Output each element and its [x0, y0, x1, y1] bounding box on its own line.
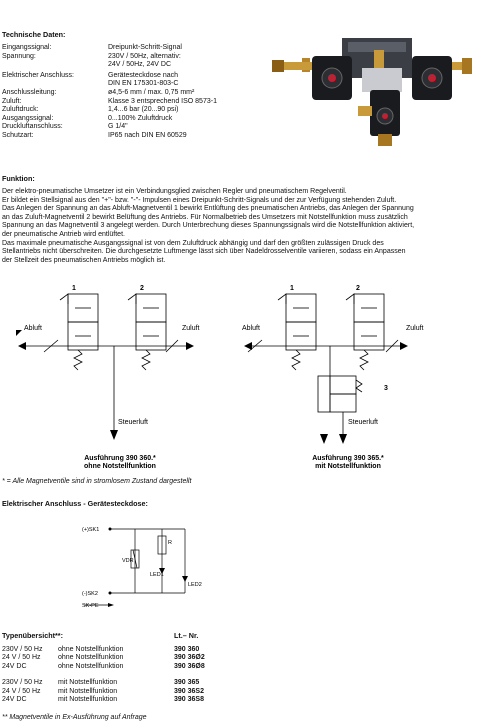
section-title-technical-data: Technische Daten: — [2, 30, 66, 39]
spec-table: Eingangssignal:Dreipunkt-Schritt-Signal … — [2, 44, 217, 141]
function-description: Der elektro-pneumatische Umsetzer ist ei… — [2, 188, 415, 264]
svg-text:1: 1 — [290, 285, 294, 292]
circuit-diagram: (+)SK1 (-)SK2 SK-PE VDR R LED1 LED2 — [82, 527, 202, 609]
types-title: Typenübersicht**: — [2, 631, 63, 640]
svg-text:VDR: VDR — [122, 558, 134, 564]
svg-text:Ausführung 390 365.*: Ausführung 390 365.* — [312, 455, 384, 462]
svg-text:ohne Notstellfunktion: ohne Notstellfunktion — [84, 463, 156, 470]
svg-text:LED1: LED1 — [150, 572, 164, 578]
spec-row: Spannung:230V / 50Hz, alternativ: — [2, 52, 181, 60]
spec-row: Elektrischer Anschluss:Gerätesteckdose n… — [2, 71, 179, 79]
product-photo — [272, 38, 472, 146]
section-title-function: Funktion: — [2, 174, 35, 183]
svg-text:3: 3 — [384, 385, 388, 392]
spec-row: Zuluft:Klasse 3 entsprechend ISO 8573-1 — [2, 97, 217, 105]
svg-text:Zuluft: Zuluft — [182, 325, 200, 332]
svg-text:LED2: LED2 — [188, 582, 202, 588]
types-col-header: Lt.– Nr. — [174, 631, 199, 640]
svg-text:Steuerluft: Steuerluft — [118, 419, 148, 426]
spec-row: Eingangssignal:Dreipunkt-Schritt-Signal — [2, 44, 182, 51]
spec-row: Anschlussleitung:ø4,5-6 mm / max. 0,75 m… — [2, 88, 195, 96]
spec-row: Schutzart:IP65 nach DIN EN 60529 — [2, 131, 187, 139]
footnote-ex-version: ** Magnetventile in Ex-Ausführung auf An… — [2, 714, 147, 721]
svg-text:SK-PE: SK-PE — [82, 603, 99, 609]
spec-row: Druckluftanschluss:G 1/4" — [2, 123, 128, 131]
svg-text:mit Notstellfunktion: mit Notstellfunktion — [315, 463, 381, 470]
spec-row: 24V / 50Hz, 24V DC — [108, 61, 172, 69]
svg-text:(-)SK2: (-)SK2 — [82, 591, 98, 597]
svg-text:2: 2 — [356, 285, 360, 292]
spec-row: Zuluftdruck:1,4...6 bar (20...90 psi) — [2, 106, 179, 114]
svg-text:Zuluft: Zuluft — [406, 325, 424, 332]
svg-text:(+)SK1: (+)SK1 — [82, 527, 99, 533]
pneumatic-diagram-with-emergency: 1 2 3 Abluft Zuluft Steuerluft Ausführun… — [242, 285, 424, 470]
pneumatic-diagram-without-emergency: 1 2 Abluft Zuluft Steuerluft Ausführung … — [16, 285, 200, 470]
svg-text:Abluft: Abluft — [24, 325, 42, 332]
section-title-electrical: Elektrischer Anschluss - Gerätesteckdose… — [2, 499, 148, 508]
svg-text:2: 2 — [140, 285, 144, 292]
svg-text:R: R — [168, 540, 172, 546]
svg-text:1: 1 — [72, 285, 76, 292]
svg-text:Ausführung 390 360.*: Ausführung 390 360.* — [84, 455, 156, 462]
svg-text:Steuerluft: Steuerluft — [348, 419, 378, 426]
footnote-magnet-valves: * = Alle Magnetventile sind in stromlose… — [2, 478, 192, 485]
spec-row: DIN EN 175301-803-C — [108, 80, 179, 88]
spec-row: Ausgangssignal:0...100% Zuluftdruck — [2, 114, 173, 122]
svg-text:Abluft: Abluft — [242, 325, 260, 332]
